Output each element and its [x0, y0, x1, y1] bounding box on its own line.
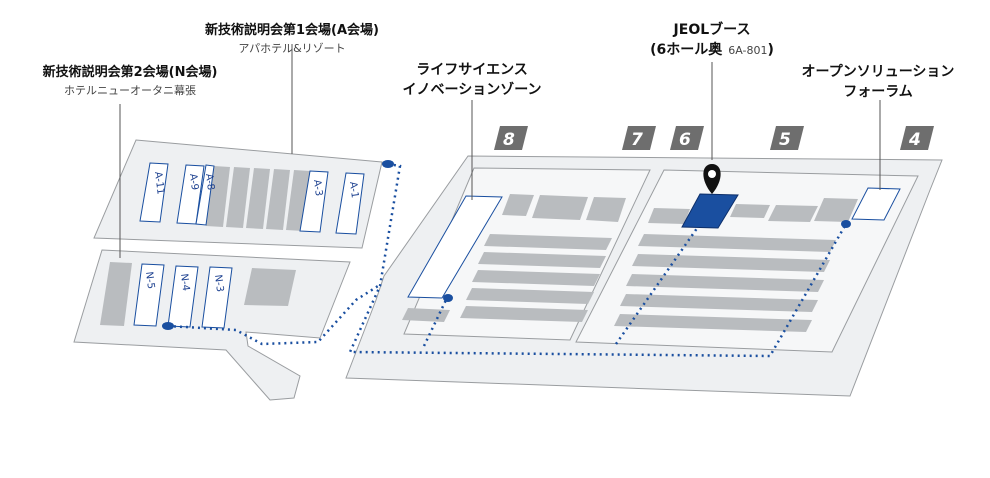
svg-text:7: 7	[631, 130, 643, 150]
seminar-n-floor	[73, 249, 351, 401]
room-label-a9: A-9	[187, 173, 200, 191]
life-science-line2: イノベーションゾーン	[402, 81, 541, 98]
room-a11	[139, 162, 169, 223]
svg-text:8: 8	[503, 130, 515, 150]
room-label-a3: A-3	[311, 179, 324, 197]
map-pin-icon	[703, 164, 721, 194]
room-n5	[133, 263, 165, 327]
seminar-n-title: 新技術説明会第2会場(N会場)	[43, 64, 218, 80]
room-n4	[167, 265, 199, 328]
room-n3	[201, 266, 233, 329]
svg-text:6: 6	[679, 130, 691, 150]
seminar-a-venue: アパホテル&リゾート	[238, 42, 345, 55]
hall-badge-7: 7	[622, 126, 656, 150]
room-labels-n: N-5 N-4 N-3	[143, 271, 225, 293]
exhibition-hall	[345, 155, 943, 397]
seminar-a-title: 新技術説明会第1会場(A会場)	[205, 22, 379, 38]
label-open-solution: オープンソリューション フォーラム	[802, 64, 955, 100]
label-seminar-n: 新技術説明会第2会場(N会場) ホテルニューオータニ幕張	[43, 64, 218, 97]
life-science-line1: ライフサイエンス	[416, 62, 528, 78]
room-label-a8: A-8	[203, 173, 216, 191]
svg-text:4: 4	[908, 130, 921, 150]
jeol-booth	[681, 193, 739, 229]
room-a1	[335, 172, 365, 235]
room-label-n4: N-4	[178, 273, 191, 292]
hall-badge-5: 5	[770, 126, 804, 150]
hall-badge-6: 6	[670, 126, 704, 150]
walking-route	[167, 162, 848, 358]
label-seminar-a: 新技術説明会第1会場(A会場) アパホテル&リゾート	[205, 22, 379, 55]
hall-badge-8: 8	[494, 126, 528, 150]
open-solution-line1: オープンソリューション	[802, 64, 955, 80]
seminar-a-floor	[93, 139, 383, 249]
open-solution-forum	[851, 187, 901, 221]
seminar-n-venue: ホテルニューオータニ幕張	[64, 83, 196, 97]
jeol-title: JEOLブース	[673, 21, 751, 38]
life-science-zone	[407, 195, 503, 299]
leader-lines	[119, 44, 881, 258]
room-labels-a: A-11 A-9 A-8 A-3 A-1	[152, 171, 360, 199]
route-endpoints	[162, 160, 851, 330]
room-a3	[299, 170, 329, 233]
label-life-science: ライフサイエンス イノベーションゾーン	[402, 62, 541, 98]
hall-badge-4: 4	[900, 126, 934, 150]
room-label-a1: A-1	[347, 181, 360, 199]
room-label-n5: N-5	[143, 271, 156, 290]
room-label-n3: N-3	[212, 274, 225, 293]
room-a8	[195, 164, 215, 226]
room-label-a11: A-11	[152, 171, 166, 195]
svg-text:5: 5	[779, 130, 791, 150]
open-solution-line2: フォーラム	[843, 84, 913, 100]
hall-badges: 8 7 6 5 4	[494, 126, 934, 150]
